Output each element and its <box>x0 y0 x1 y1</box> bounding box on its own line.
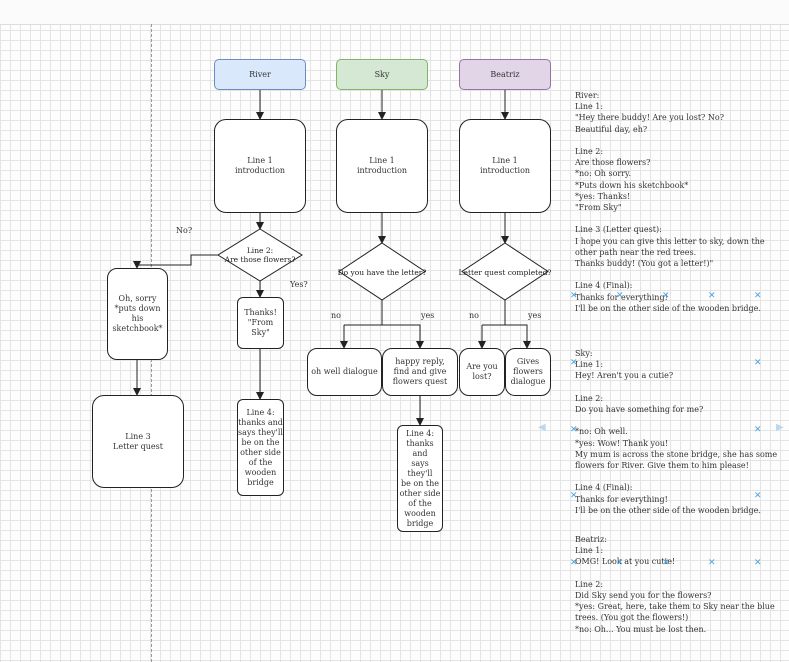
river-line4-text: Line 4: thanks and says they'll be on th… <box>238 407 283 487</box>
river-yes-box[interactable]: Thanks! "From Sky" <box>237 297 284 349</box>
selection-handle-icon[interactable]: ✕ <box>570 425 578 435</box>
beatriz-yes-box[interactable]: Gives flowers dialogue <box>505 348 551 396</box>
beatriz-line1-box[interactable]: Line 1 introduction <box>459 119 551 213</box>
river-line1-text: Line 1 introduction <box>234 156 286 175</box>
sky-no-text: oh well dialogue <box>311 367 378 376</box>
edge-beatriz-yes <box>505 324 531 349</box>
selection-handle-icon[interactable]: ✕ <box>754 425 762 435</box>
resize-left-arrow-icon[interactable]: ◀ <box>538 422 546 433</box>
sky-header[interactable]: Sky <box>336 59 428 90</box>
selection-handle-icon[interactable]: ✕ <box>616 291 624 301</box>
sky-yes-text: happy reply, find and give flowers quest <box>392 357 448 386</box>
river-no-label: No? <box>176 226 193 235</box>
beatriz-header[interactable]: Beatriz <box>459 59 551 90</box>
beatriz-no-box[interactable]: Are you lost? <box>459 348 505 396</box>
selection-handle-icon[interactable]: ✕ <box>570 358 578 368</box>
edge-river-decision-no <box>133 254 218 269</box>
resize-right-arrow-icon[interactable]: ▶ <box>776 422 784 433</box>
selection-handle-icon[interactable]: ✕ <box>708 558 716 568</box>
selection-handle-icon[interactable]: ✕ <box>754 558 762 568</box>
sky-header-label: Sky <box>374 69 390 79</box>
sky-decision-diamond <box>338 242 426 301</box>
edge-sky-yes <box>382 324 424 349</box>
beatriz-header-label: Beatriz <box>490 69 520 79</box>
sky-decision-text[interactable]: Do you have the letter? <box>337 267 427 277</box>
river-decision-text[interactable]: Line 2: Are those flowers? <box>224 246 296 264</box>
selection-handle-icon[interactable]: ✕ <box>662 558 670 568</box>
selection-handle-icon[interactable]: ✕ <box>570 558 578 568</box>
sky-no-box[interactable]: oh well dialogue <box>307 348 382 396</box>
sky-yes-box[interactable]: happy reply, find and give flowers quest <box>382 348 458 396</box>
sky-no-label: no <box>331 311 341 320</box>
selection-handle-icon[interactable]: ✕ <box>570 491 578 501</box>
selection-handle-icon[interactable]: ✕ <box>754 358 762 368</box>
beatriz-no-label: no <box>469 311 479 320</box>
beatriz-decision-diamond <box>461 242 549 301</box>
river-yes-label: Yes? <box>290 280 308 289</box>
river-decision-diamond <box>217 228 303 282</box>
sky-line1-box[interactable]: Line 1 introduction <box>336 119 428 213</box>
beatriz-no-text: Are you lost? <box>466 362 498 381</box>
canvas-top-edge <box>0 0 789 25</box>
beatriz-yes-label: yes <box>528 311 542 320</box>
edge-sky-no <box>344 324 382 348</box>
river-no-box[interactable]: Oh, sorry *puts down his sketchbook* <box>107 268 168 360</box>
selection-handle-icon[interactable]: ✕ <box>570 291 578 301</box>
river-yes-text: Thanks! "From Sky" <box>244 308 277 337</box>
selection-handle-icon[interactable]: ✕ <box>708 291 716 301</box>
beatriz-yes-text: Gives flowers dialogue <box>510 357 546 386</box>
sky-line4-text: Line 4: thanks and says they'll be on th… <box>399 428 441 528</box>
edge-beatriz-no <box>482 324 505 348</box>
sky-line1-text: Line 1 introduction <box>356 156 408 175</box>
river-dialogue-notes[interactable]: River: Line 1: "Hey there buddy! Are you… <box>575 91 765 313</box>
sky-yes-label: yes <box>421 311 435 320</box>
selection-handle-icon[interactable]: ✕ <box>662 291 670 301</box>
beatriz-line1-text: Line 1 introduction <box>479 156 531 175</box>
river-no-text: Oh, sorry *puts down his sketchbook* <box>112 294 163 333</box>
sky-dialogue-notes[interactable]: Sky: Line 1: Hey! Aren't you a cutie? Li… <box>575 349 778 515</box>
river-line3-box[interactable]: Line 3 Letter quest <box>92 395 184 488</box>
beatriz-decision-text[interactable]: Letter quest completed? <box>458 267 552 277</box>
selection-handle-icon[interactable]: ✕ <box>754 491 762 501</box>
river-line4-box[interactable]: Line 4: thanks and says they'll be on th… <box>237 399 284 496</box>
beatriz-dialogue-notes[interactable]: Beatriz: Line 1: OMG! Look at you cutie!… <box>575 535 775 634</box>
river-line1-box[interactable]: Line 1 introduction <box>214 119 306 213</box>
selection-handle-icon[interactable]: ✕ <box>754 291 762 301</box>
selection-handle-icon[interactable]: ✕ <box>616 558 624 568</box>
sky-line4-box[interactable]: Line 4: thanks and says they'll be on th… <box>397 425 443 532</box>
river-line3-text: Line 3 Letter quest <box>113 431 163 451</box>
river-header[interactable]: River <box>214 59 306 90</box>
river-header-label: River <box>249 69 271 79</box>
